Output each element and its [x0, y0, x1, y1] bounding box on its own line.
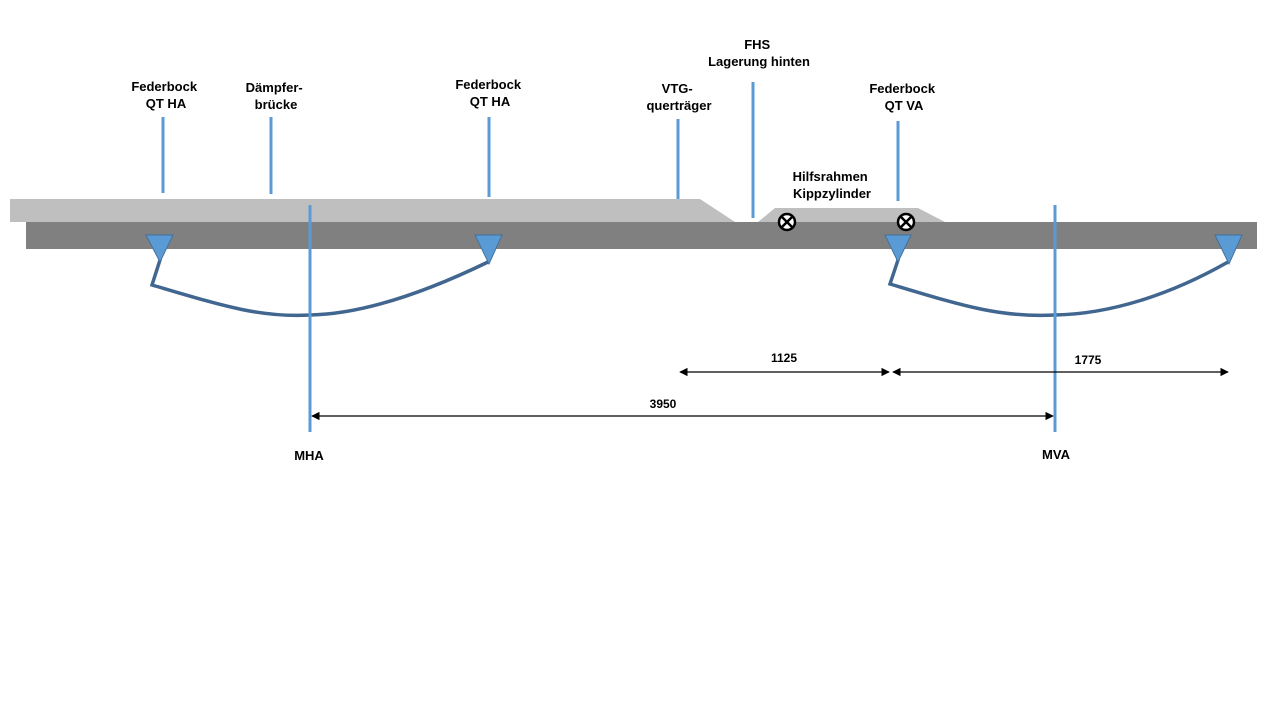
support-triangle-3 — [884, 234, 912, 264]
support-triangle-4 — [1214, 234, 1243, 266]
axle-label-mha: MHA — [294, 448, 324, 463]
front-axle-spring — [887, 258, 1230, 318]
chassis-beam — [26, 222, 1257, 249]
support-triangle-2 — [474, 234, 503, 266]
label-hilfsrahmen-kippzylinder: Hilfsrahmen Kippzylinder — [793, 169, 872, 201]
main-frame-rail — [10, 199, 735, 222]
rear-axle-spring — [149, 258, 490, 318]
dimension-label-1775: 1775 — [1075, 353, 1102, 367]
pivot-x-icon-1 — [777, 212, 797, 232]
label-federbock-qt-va: Federbock QT VA — [869, 81, 938, 113]
label-federbock-qt-ha-1: Federbock QT HA — [131, 79, 200, 111]
label-daempferbruecke: Dämpfer- brücke — [246, 80, 307, 112]
axle-label-mva: MVA — [1042, 447, 1071, 462]
support-triangle-1 — [145, 234, 174, 264]
dimension-label-1125: 1125 — [771, 351, 797, 365]
label-vtg-quertraeger: VTG- querträger — [646, 81, 711, 113]
label-fhs-lagerung: FHS Lagerung hinten — [708, 37, 810, 69]
dimension-label-3950: 3950 — [650, 397, 677, 411]
pivot-x-icon-2 — [896, 212, 916, 232]
label-federbock-qt-ha-2: Federbock QT HA — [455, 77, 524, 109]
